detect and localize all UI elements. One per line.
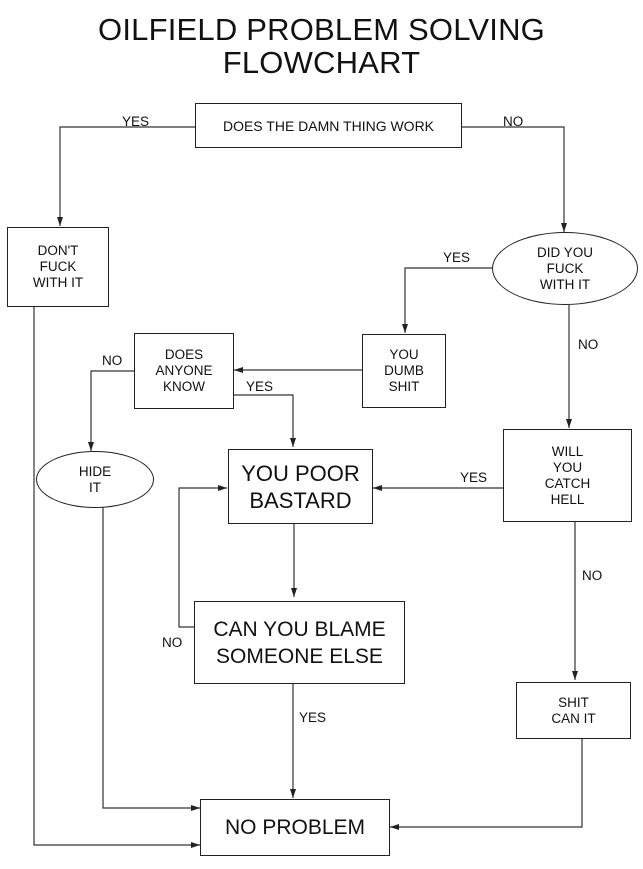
edge-dontfuck-noproblem xyxy=(33,306,200,848)
label-hell-yes: YES xyxy=(460,470,488,485)
node-hide-it: HIDE IT xyxy=(36,451,154,508)
label-know-yes: YES xyxy=(246,379,274,394)
label-fucked-no: NO xyxy=(578,337,599,352)
label-hell-no: NO xyxy=(582,568,603,583)
node-will-you-catch-hell: WILL YOU CATCH HELL xyxy=(503,429,632,522)
node-dont-fuck-with-it: DON'T FUCK WITH IT xyxy=(7,227,109,307)
node-you-dumb-shit: YOU DUMB SHIT xyxy=(362,334,446,408)
edge-works-yes xyxy=(57,126,196,226)
edge-blame-no xyxy=(178,485,227,628)
label-works-yes: YES xyxy=(122,114,150,129)
label-blame-yes: YES xyxy=(299,710,327,725)
edge-know-yes xyxy=(234,394,296,447)
edge-works-no xyxy=(462,126,567,232)
node-does-it-work: DOES THE DAMN THING WORK xyxy=(195,103,462,148)
node-can-you-blame-someone-else: CAN YOU BLAME SOMEONE ELSE xyxy=(194,601,405,684)
node-you-poor-bastard: YOU POOR BASTARD xyxy=(228,449,373,524)
label-fucked-yes: YES xyxy=(443,250,471,265)
edge-know-no xyxy=(88,370,134,451)
node-did-you-fuck-with-it: DID YOU FUCK WITH IT xyxy=(492,232,638,305)
edge-hide-noproblem xyxy=(102,497,200,811)
node-no-problem: NO PROBLEM xyxy=(200,799,390,856)
edge-shitcan-noproblem xyxy=(390,739,583,830)
chart-title-line-1: OILFIELD PROBLEM SOLVING xyxy=(98,12,545,47)
node-shit-can-it: SHIT CAN IT xyxy=(516,682,631,739)
label-works-no: NO xyxy=(503,114,524,129)
chart-title-line-2: FLOWCHART xyxy=(222,45,421,80)
node-does-anyone-know: DOES ANYONE KNOW xyxy=(134,333,234,409)
label-blame-no: NO xyxy=(162,635,183,650)
label-know-no: NO xyxy=(102,353,123,368)
edge-fucked-yes xyxy=(402,267,492,333)
